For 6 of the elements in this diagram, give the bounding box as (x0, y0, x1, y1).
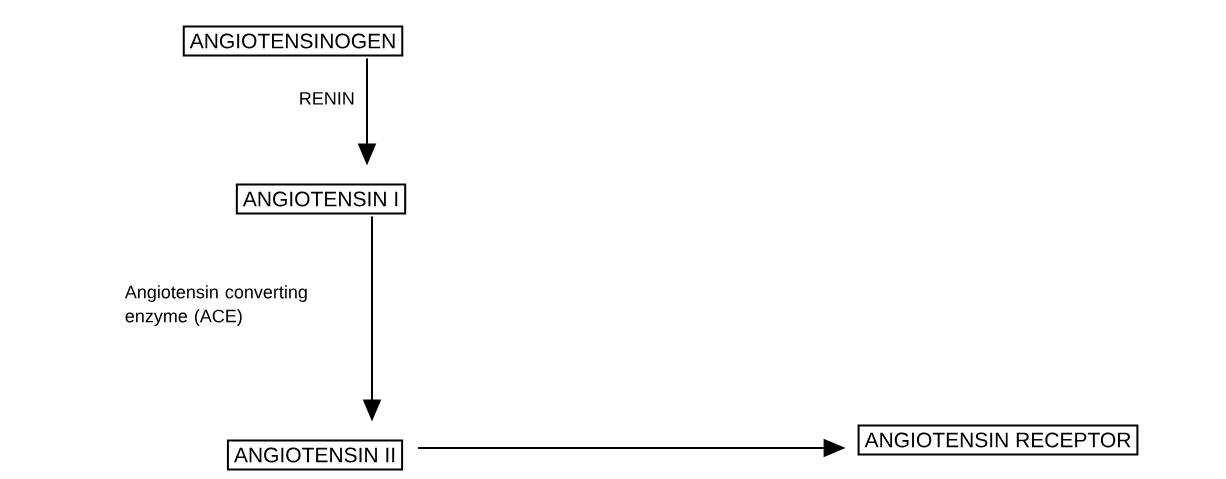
process-box: ANGIOTENSIN RECEPTOR (857, 424, 1139, 456)
edge-label: RENIN (300, 92, 354, 105)
process-box: ANGIOTENSIN II (226, 439, 404, 471)
process-box: ANGIOTENSIN I (235, 183, 407, 215)
process-box: ANGIOTENSINOGEN (182, 25, 404, 57)
edge-label: Angiotensin converting enzyme (ACE) (124, 285, 307, 326)
